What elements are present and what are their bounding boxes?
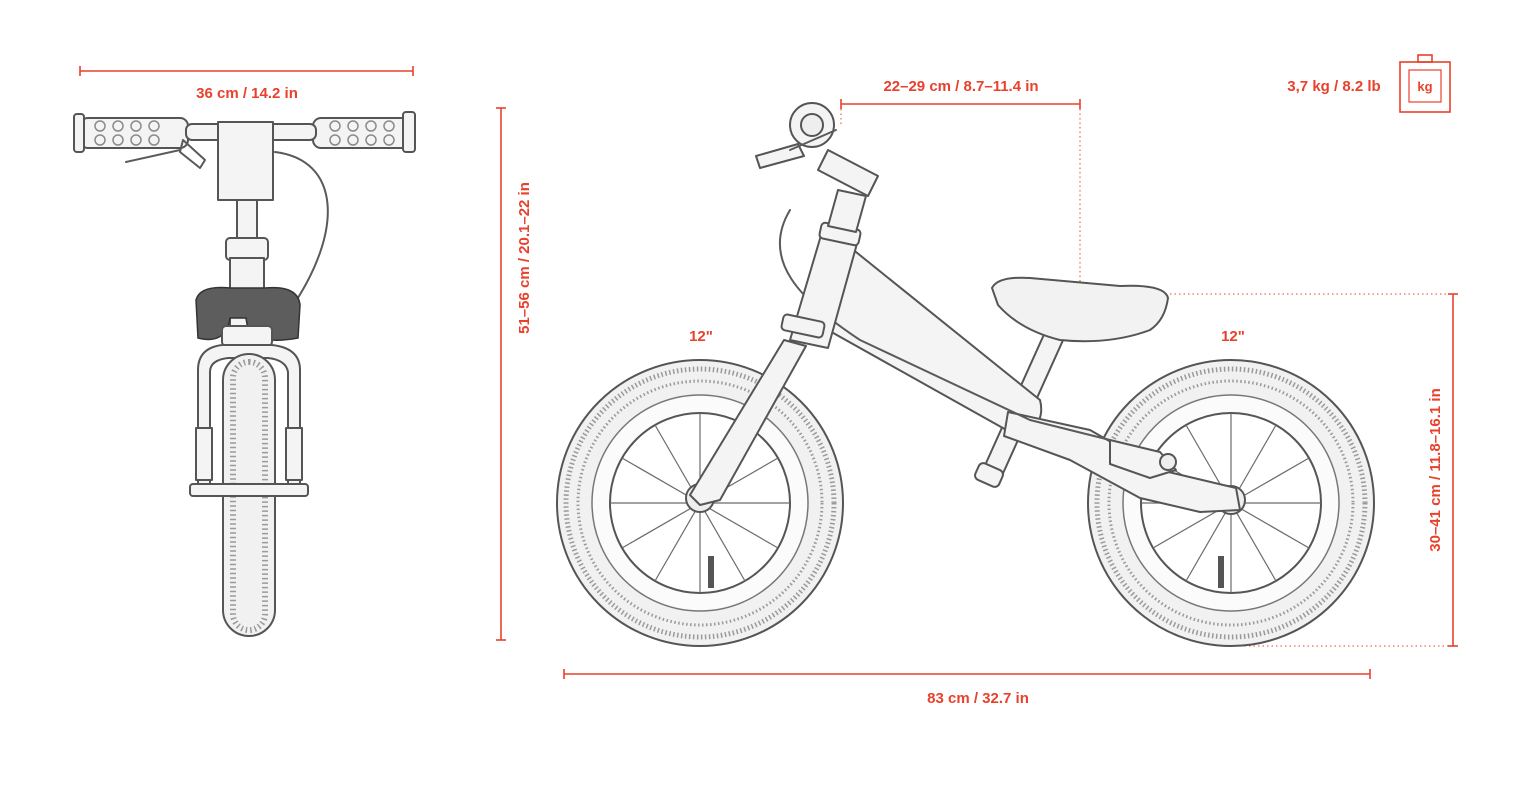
weight-label: 3,7 kg / 8.2 lb [1287, 78, 1380, 95]
saddle-height-label: 30–41 cm / 11.8–16.1 in [1427, 388, 1444, 551]
fork [689, 339, 807, 506]
total-length-label: 83 cm / 32.7 in [927, 690, 1029, 707]
front-view: 36 cm / 14.2 in [73, 66, 416, 637]
weight-unit-label: kg [1417, 79, 1432, 94]
reach-label: 22–29 cm / 8.7–11.4 in [883, 78, 1038, 95]
front-wheel-size-label: 12" [689, 328, 713, 345]
handlebar-width-label: 36 cm / 14.2 in [196, 85, 298, 102]
side-view [556, 102, 1375, 647]
saddle [990, 276, 1170, 343]
side-view-dimensions: 51–56 cm / 20.1–22 in 22–29 cm / 8.7–11.… [496, 54, 1458, 707]
rear-wheel-size-label: 12" [1221, 328, 1245, 345]
handlebar-height-label: 51–56 cm / 20.1–22 in [516, 182, 533, 334]
weight-icon: kg [1399, 54, 1451, 113]
